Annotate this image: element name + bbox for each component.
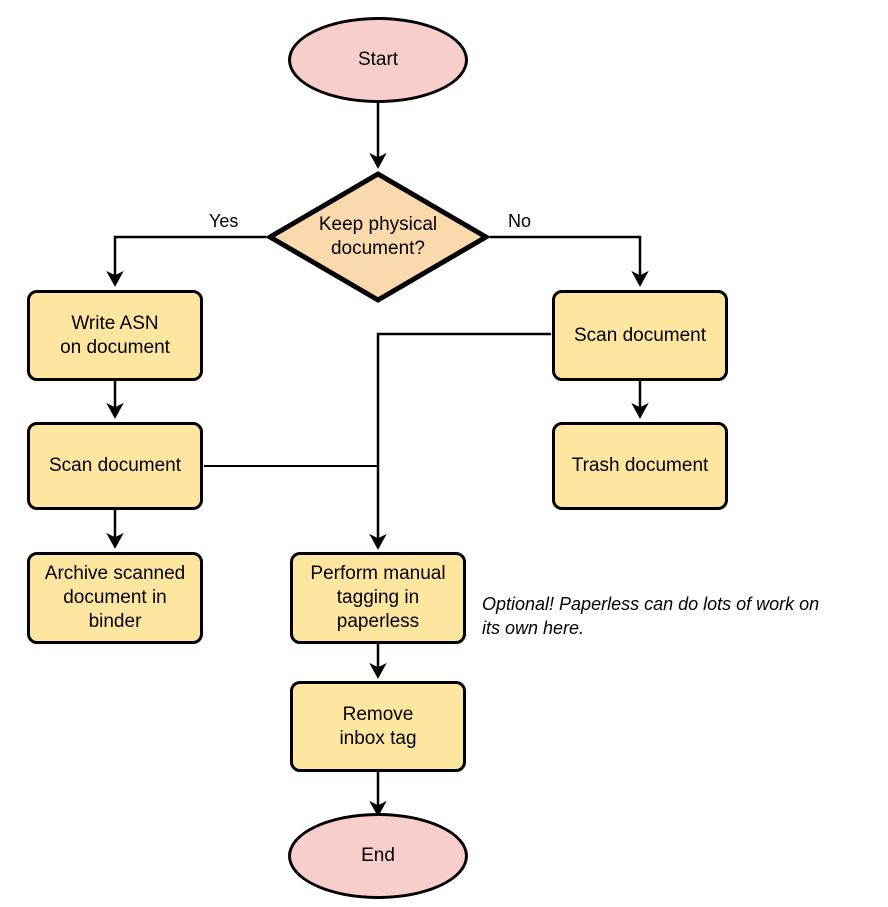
node-remove-inbox-tag[interactable]: Remove inbox tag	[290, 681, 466, 772]
node-write-asn-on-document[interactable]: Write ASN on document	[27, 290, 203, 381]
node-scan-document-right[interactable]: Scan document	[552, 290, 728, 381]
node-scan-document-right-label: Scan document	[573, 324, 707, 346]
decision-diamond-shape	[265, 171, 491, 303]
node-start[interactable]: Start	[288, 17, 468, 103]
node-start-label: Start	[357, 49, 399, 71]
annotation-line1: Optional! Paperless can do lots of work …	[482, 594, 820, 614]
node-archive-label-line1: Archive scanned	[44, 563, 186, 585]
node-decision-keep-physical-document[interactable]: Keep physical document?	[265, 170, 491, 304]
edge-decision-no-to-scan-right	[490, 235, 649, 287]
node-archive-label-line2: document in	[63, 587, 167, 609]
node-end[interactable]: End	[288, 813, 468, 899]
edge-label-yes: Yes	[209, 211, 239, 231]
node-remove-inbox-label-line1: Remove	[342, 703, 414, 725]
node-tagging-label-line1: Perform manual	[310, 563, 446, 585]
node-trash-document[interactable]: Trash document	[552, 422, 728, 510]
node-archive-label-line3: binder	[88, 610, 142, 632]
node-end-label: End	[361, 845, 395, 867]
node-write-asn-label-line2: on document	[60, 336, 170, 358]
node-perform-manual-tagging[interactable]: Perform manual tagging in paperless	[290, 552, 466, 644]
node-archive-scanned-document[interactable]: Archive scanned document in binder	[27, 552, 203, 644]
node-tagging-label-line2: tagging in	[336, 587, 420, 609]
edge-scan-right-to-tagging	[369, 332, 551, 550]
node-scan-document-left[interactable]: Scan document	[27, 422, 203, 510]
node-remove-inbox-label-line2: inbox tag	[339, 727, 417, 749]
annotation-optional-note: Optional! Paperless can do lots of work …	[482, 592, 882, 641]
edge-decision-yes-to-write-asn	[106, 235, 266, 287]
node-trash-document-label: Trash document	[571, 455, 709, 477]
node-tagging-label-line3: paperless	[336, 610, 420, 632]
node-write-asn-label-line1: Write ASN	[71, 312, 159, 334]
node-scan-document-left-label: Scan document	[48, 455, 182, 477]
annotation-line2: its own here.	[482, 618, 585, 639]
edge-label-no: No	[508, 211, 532, 231]
